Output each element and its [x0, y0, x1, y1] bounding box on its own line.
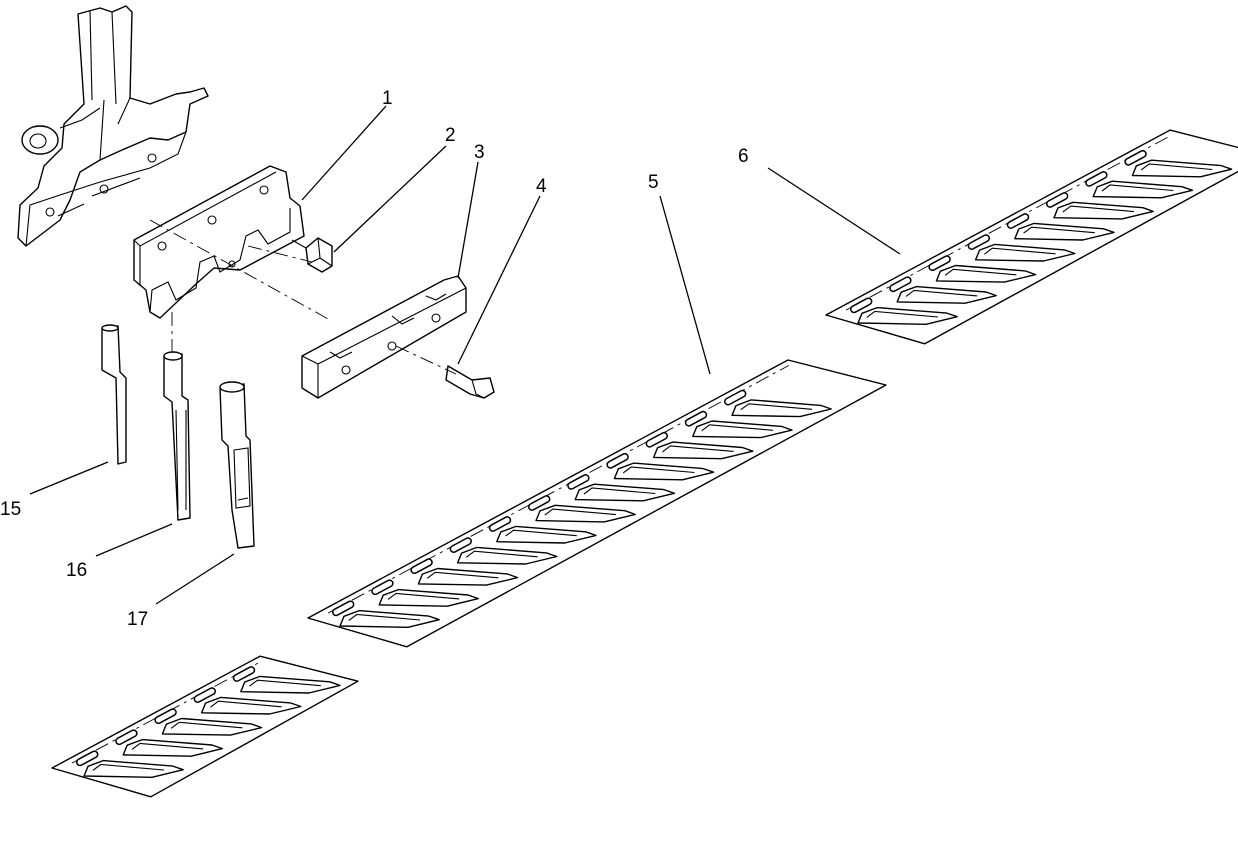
leader-2: [333, 145, 447, 253]
rivet-slot-inner: [234, 667, 254, 681]
part-4-bolt: [445, 365, 495, 399]
rivet-slot-inner: [568, 475, 589, 489]
knife-blade-bevel: [1023, 226, 1095, 234]
part-2-bolt: [291, 237, 333, 273]
part-15-pin: [101, 324, 127, 465]
leader-5: [659, 195, 711, 375]
knife-blade-bevel: [348, 613, 421, 621]
part-17-pin: [219, 381, 255, 549]
rivet-slot-inner: [333, 601, 353, 615]
leader-17: [155, 553, 235, 605]
rivet-slot-inner: [725, 391, 745, 404]
callout-1: 1: [382, 88, 393, 109]
knife-blade-bevel: [92, 763, 165, 771]
callouts: 1 2 3 4 5 6 15 16 17: [0, 88, 749, 630]
rivet-slot-inner: [890, 277, 911, 291]
callout-16: 16: [66, 560, 87, 581]
knife-blade-bevel: [249, 679, 321, 687]
knife-blade-bevel: [1062, 205, 1135, 213]
knife-blade-bevel: [905, 289, 978, 297]
knife-blade-bevel: [1140, 163, 1213, 171]
rivet-slot-inner: [1047, 193, 1067, 207]
part-1-knife-bar: [133, 165, 305, 319]
knife-blade-bevel: [387, 592, 460, 600]
callout-3: 3: [474, 142, 485, 163]
knife-section-left-edge: [71, 661, 262, 764]
rivet-slot-inner: [686, 412, 706, 426]
knife-blade-bevel: [170, 721, 243, 729]
knife-blade-bevel: [544, 508, 617, 516]
callout-6: 6: [738, 146, 749, 167]
knife-blade-bevel: [622, 466, 695, 474]
mounting-bracket: [17, 5, 209, 247]
rivet-slot-inner: [1008, 214, 1028, 228]
knife-blade-bevel: [866, 310, 939, 318]
rivet-slot-inner: [1125, 151, 1146, 165]
callout-15: 15: [0, 499, 21, 520]
leader-16: [95, 523, 173, 557]
rivet-slot-inner: [1086, 172, 1107, 186]
leader-lines: [29, 105, 901, 605]
rivet-slot-inner: [116, 730, 137, 744]
rivet-slot-inner: [411, 559, 432, 573]
leader-1: [301, 105, 387, 201]
leader-6: [767, 167, 901, 255]
knife-blade-bevel: [505, 529, 577, 537]
rivet-slot-inner: [195, 688, 215, 702]
knife-blade-bevel: [701, 424, 773, 432]
rivet-slot-inner: [929, 256, 950, 270]
part-3-clamp-bar: [301, 275, 467, 399]
callout-17: 17: [127, 609, 148, 630]
knife-blade-bevel: [210, 700, 282, 708]
rivet-slot-inner: [372, 580, 393, 594]
knife-blade-bevel: [466, 550, 538, 558]
knife-sections: [51, 129, 1238, 798]
rivet-slot-inner: [647, 433, 667, 447]
rivet-slot-inner: [155, 709, 176, 723]
leader-4: [457, 195, 541, 365]
knife-blade-bevel: [740, 403, 813, 411]
knife-section-middle-edge: [327, 365, 790, 614]
leader-3: [457, 161, 479, 279]
knife-blade-bevel: [662, 445, 734, 453]
knife-blade-bevel: [426, 571, 499, 579]
knife-blade-bevel: [944, 268, 1017, 276]
knife-blade-bevel: [984, 247, 1056, 255]
rivet-slot-inner: [490, 517, 510, 531]
rivet-slot-inner: [451, 538, 471, 552]
callout-5: 5: [648, 172, 659, 193]
leader-15: [29, 461, 109, 495]
callout-4: 4: [536, 176, 547, 197]
assembly-lines: [149, 219, 457, 375]
rivet-slot-inner: [851, 298, 871, 312]
callout-2: 2: [445, 125, 456, 146]
knife-blade-bevel: [583, 487, 656, 495]
rivet-slot-inner: [529, 496, 549, 510]
rivet-slot-inner: [969, 235, 989, 249]
knife-blade-bevel: [1101, 184, 1174, 192]
rivet-slot-inner: [607, 454, 628, 468]
knife-blade-bevel: [131, 742, 204, 750]
part-16-pin: [163, 351, 191, 521]
rivet-slot-inner: [77, 751, 97, 765]
